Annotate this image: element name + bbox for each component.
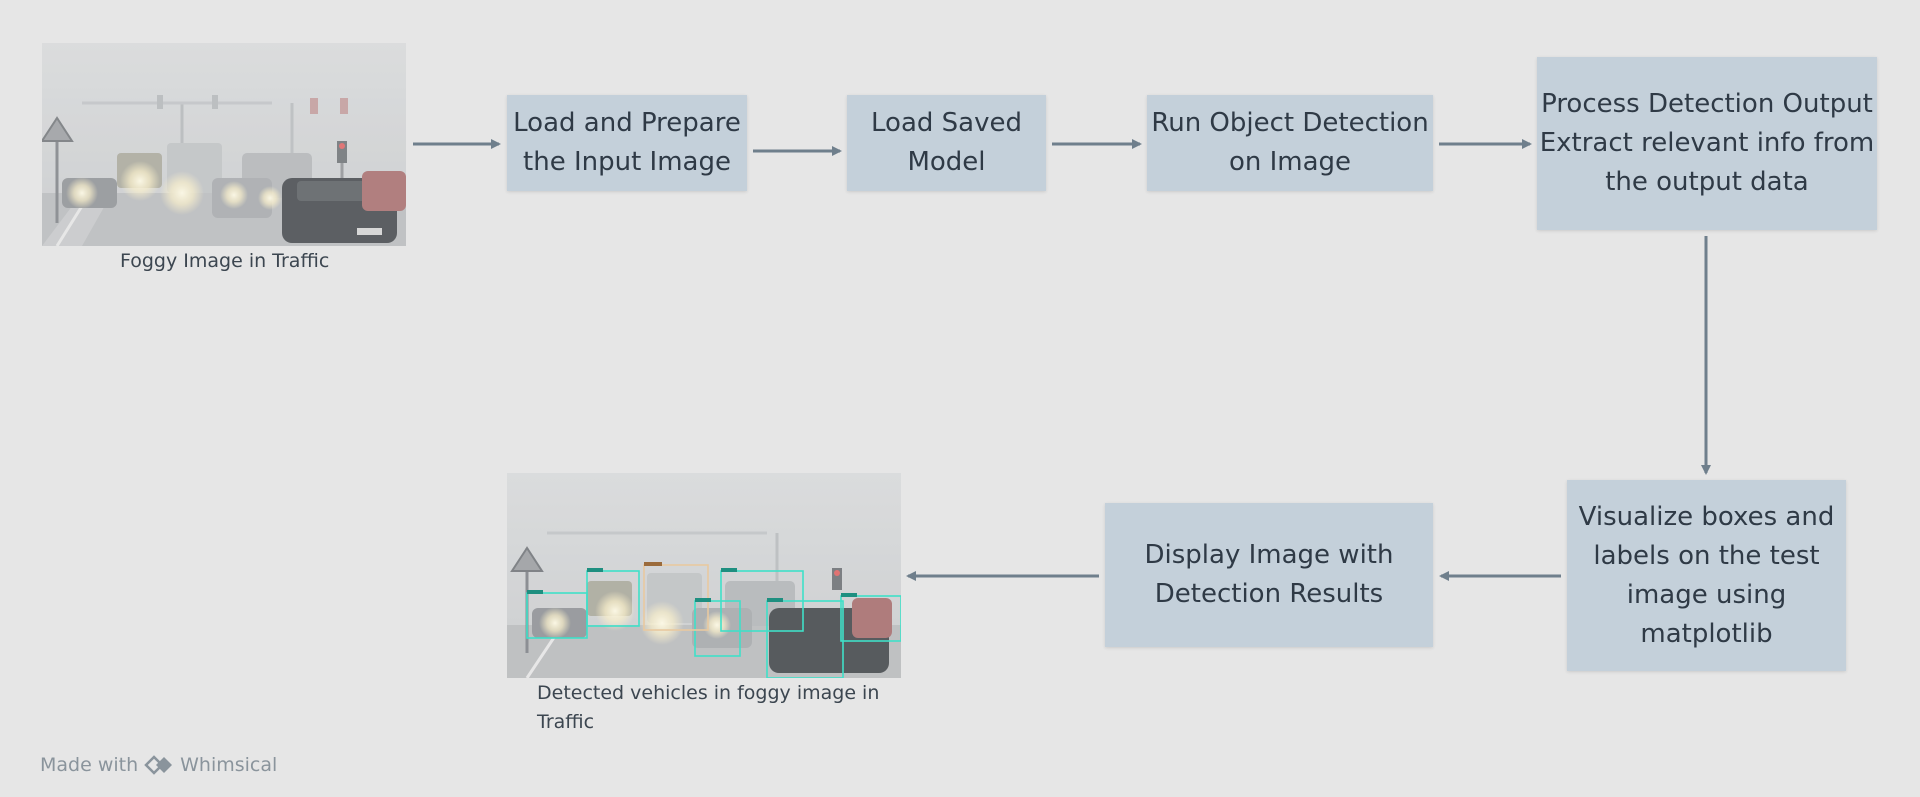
made-with-label: Made with: [40, 754, 139, 776]
input-image-caption: Foggy Image in Traffic: [120, 250, 330, 272]
display-results-label: Display Image with Detection Results: [1144, 540, 1394, 609]
whimsical-brand: Whimsical: [180, 754, 278, 776]
run-object-detection-node[interactable]: Run Object Detection on Image: [1147, 95, 1433, 191]
load-saved-model-node[interactable]: Load Saved Model: [847, 95, 1046, 191]
visualize-boxes-label: Visualize boxes and labels on the test i…: [1578, 501, 1835, 649]
foggy-traffic-illustration: [42, 43, 406, 246]
process-detection-output-node[interactable]: Process Detection Output Extract relevan…: [1537, 57, 1877, 230]
detected-vehicles-image: [507, 473, 901, 678]
whimsical-logo-icon: [144, 754, 174, 776]
load-saved-model-label: Load Saved Model: [871, 108, 1022, 177]
made-with-whimsical[interactable]: Made with Whimsical: [40, 754, 277, 776]
run-object-detection-label: Run Object Detection on Image: [1151, 108, 1429, 177]
foggy-traffic-image: [42, 43, 406, 246]
output-image-caption: Detected vehicles in foggy image in Traf…: [537, 682, 880, 733]
process-detection-output-label: Process Detection Output Extract relevan…: [1539, 89, 1875, 197]
visualize-boxes-node[interactable]: Visualize boxes and labels on the test i…: [1567, 480, 1846, 671]
display-results-node[interactable]: Display Image with Detection Results: [1105, 503, 1433, 647]
load-prepare-input-label: Load and Prepare the Input Image: [513, 108, 741, 177]
load-prepare-input-node[interactable]: Load and Prepare the Input Image: [507, 95, 747, 191]
detection-result-illustration: [507, 473, 901, 678]
